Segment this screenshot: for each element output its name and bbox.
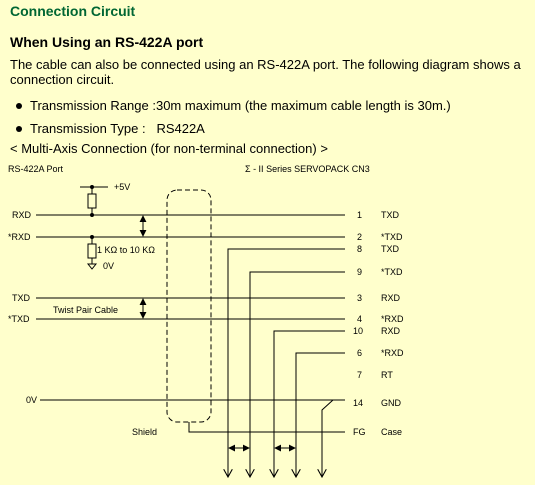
left-signal-ntxd: *TXD xyxy=(8,314,30,324)
pin-number: 2 xyxy=(357,232,362,242)
subsection-title: When Using an RS-422A port xyxy=(10,34,204,50)
spec-label: Transmission Range xyxy=(30,98,149,113)
resistor-label: 1 KΩ to 10 KΩ xyxy=(97,245,155,255)
spec-list: Transmission Range :30m maximum (the max… xyxy=(10,97,451,143)
left-signal-0v: 0V xyxy=(26,395,37,405)
pin-signal: *RXD xyxy=(381,314,404,324)
cable-shield xyxy=(166,189,212,423)
spec-value: 30m maximum (the maximum cable length is… xyxy=(155,98,451,113)
list-item: Transmission Range :30m maximum (the max… xyxy=(10,97,451,120)
left-signal-txd: TXD xyxy=(12,293,31,303)
left-signal-rxd: RXD xyxy=(12,210,32,220)
right-port-header: Σ - II Series SERVOPACK CN3 xyxy=(245,164,370,174)
pin-list: 1 TXD 2 *TXD 8 TXD 9 *TXD 3 RXD 4 *RXD 1… xyxy=(353,210,404,437)
shield-label: Shield xyxy=(132,427,157,437)
twist-pair-label: Twist Pair Cable xyxy=(53,305,118,315)
pin-number: FG xyxy=(353,427,366,437)
next-axis-arrows xyxy=(228,460,322,477)
bullet-icon xyxy=(16,125,22,132)
pin-signal: *TXD xyxy=(381,267,403,277)
spec-separator: : xyxy=(138,121,157,136)
pin-number: 4 xyxy=(357,314,362,324)
main-wires xyxy=(36,214,345,401)
diagram-caption: < Multi-Axis Connection (for non-termina… xyxy=(10,141,328,156)
supply-label: +5V xyxy=(114,182,130,192)
pin-signal: Case xyxy=(381,427,402,437)
spec-label: Transmission Type xyxy=(30,121,139,136)
pin-number: 6 xyxy=(357,348,362,358)
shield-wire xyxy=(188,422,345,433)
connection-circuit-diagram: RS-422A Port Σ - II Series SERVOPACK CN3… xyxy=(8,164,404,485)
bullet-icon xyxy=(16,102,22,109)
pin-number: 3 xyxy=(357,293,362,303)
pin-number: 10 xyxy=(353,326,363,336)
pullup-resistor xyxy=(87,193,97,209)
pin-signal: *RXD xyxy=(381,348,404,358)
pin-number: 8 xyxy=(357,244,362,254)
description-text: The cable can also be connected using an… xyxy=(10,57,521,87)
spec-separator: : xyxy=(148,98,156,113)
pulldown-resistor xyxy=(87,243,97,259)
pin-signal: RT xyxy=(381,370,393,380)
section-title: Connection Circuit xyxy=(10,3,136,19)
pin-signal: GND xyxy=(381,398,402,408)
left-signal-nrxd: *RXD xyxy=(8,232,31,242)
ground-label: 0V xyxy=(103,261,114,271)
list-item: Transmission Type : RS422A xyxy=(10,120,451,143)
left-port-header: RS-422A Port xyxy=(8,164,64,174)
branch-wires xyxy=(227,248,345,475)
ground-symbol-icon xyxy=(86,263,98,270)
pin-number: 1 xyxy=(357,210,362,220)
pin-signal: TXD xyxy=(381,244,400,254)
pin-signal: RXD xyxy=(381,293,401,303)
spec-value: RS422A xyxy=(156,121,205,136)
pin-signal: *TXD xyxy=(381,232,403,242)
pin-number: 14 xyxy=(353,398,363,408)
pin-signal: TXD xyxy=(381,210,400,220)
pin-signal: RXD xyxy=(381,326,401,336)
pin-number: 9 xyxy=(357,267,362,277)
pin-number: 7 xyxy=(357,370,362,380)
